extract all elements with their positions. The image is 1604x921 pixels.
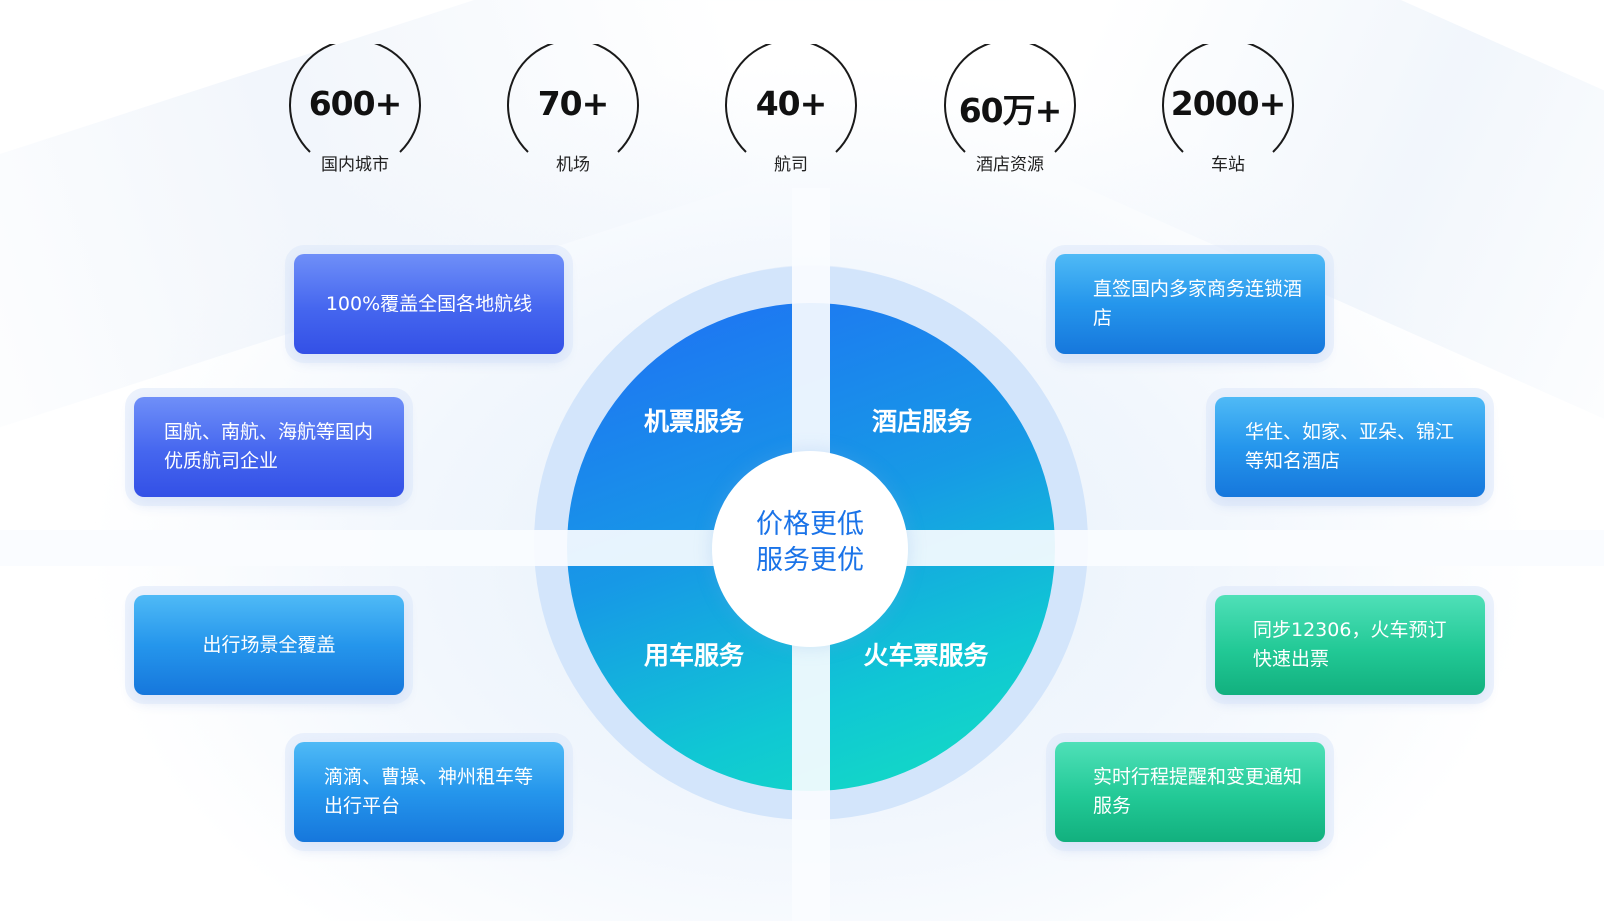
stat-value: 600+ [308, 84, 403, 123]
stat-arc-icon [507, 44, 639, 153]
feature-box-train-sync: 同步12306，火车预订快速出票 [1215, 595, 1485, 695]
stat-label: 机场 [556, 155, 590, 175]
quadrant-flight: 机票服务 [643, 407, 744, 436]
stat-arc-icon [944, 44, 1076, 153]
stat-label: 车站 [1211, 155, 1245, 175]
feature-text: 滴滴、曹操、神州租车等出行平台 [324, 766, 534, 817]
stat-airlines: 40+ 航司 [724, 44, 858, 184]
feature-text: 出行场景全覆盖 [202, 633, 336, 656]
stat-airports: 70+ 机场 [506, 44, 640, 184]
feature-text: 直签国内多家商务连锁酒店 [1093, 278, 1303, 329]
center-slogan-line2: 服务更优 [756, 545, 864, 576]
stat-cities: 600+ 国内城市 [288, 44, 422, 184]
feature-box-train-notify: 实时行程提醒和变更通知服务 [1055, 742, 1325, 842]
feature-text: 国航、南航、海航等国内优质航司企业 [164, 421, 374, 472]
quadrant-car: 用车服务 [643, 641, 744, 670]
feature-box-flight-coverage: 100%覆盖全国各地航线 [294, 254, 564, 354]
stat-label: 国内城市 [321, 155, 389, 175]
feature-text: 实时行程提醒和变更通知服务 [1093, 766, 1303, 817]
stat-stations: 2000+ 车站 [1161, 44, 1295, 184]
center-circle [712, 451, 908, 647]
feature-box-hotel-direct: 直签国内多家商务连锁酒店 [1055, 254, 1325, 354]
background-streak [1033, 0, 1604, 450]
quadrant-hotel: 酒店服务 [871, 407, 972, 436]
feature-box-car-scenes: 出行场景全覆盖 [134, 595, 404, 695]
feature-box-car-platforms: 滴滴、曹操、神州租车等出行平台 [294, 742, 564, 842]
feature-text: 100%覆盖全国各地航线 [325, 292, 533, 315]
stat-value: 70+ [537, 84, 610, 123]
feature-text: 同步12306，火车预订快速出票 [1253, 619, 1447, 670]
center-slogan-line1: 价格更低 [756, 509, 864, 540]
stat-label: 航司 [774, 155, 808, 175]
stat-value: 2000+ [1170, 84, 1287, 123]
feature-box-flight-airlines: 国航、南航、海航等国内优质航司企业 [134, 397, 404, 497]
stat-arc-icon [725, 44, 857, 153]
quadrant-train: 火车票服务 [863, 641, 989, 670]
stat-label: 酒店资源 [976, 155, 1044, 175]
stat-arc-icon [1162, 44, 1294, 153]
stat-value: 40+ [755, 84, 828, 123]
stat-value: 60万+ [958, 91, 1063, 130]
stat-hotels: 60万+ 酒店资源 [943, 44, 1077, 184]
feature-box-hotel-brands: 华住、如家、亚朵、锦江等知名酒店 [1215, 397, 1485, 497]
feature-text: 华住、如家、亚朵、锦江等知名酒店 [1245, 421, 1455, 472]
stat-arc-icon [289, 44, 421, 153]
